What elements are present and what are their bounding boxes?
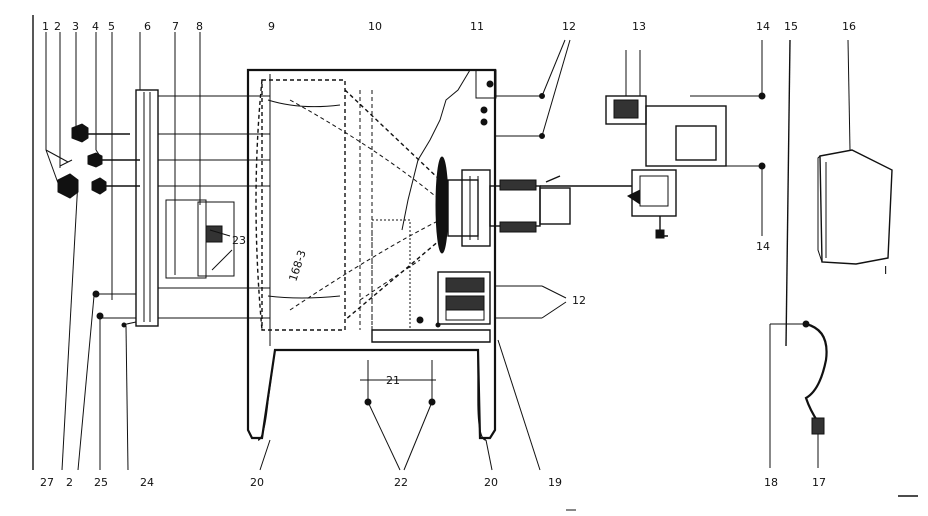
callout-12-mid: 12 (572, 294, 586, 307)
callout-16: 16 (842, 20, 856, 33)
callout-12-top: 12 (562, 20, 576, 33)
callout-3: 3 (72, 20, 79, 33)
callout-11: 11 (470, 20, 484, 33)
control-block (605, 40, 766, 239)
callout-labels: 1 2 3 4 5 6 7 8 9 10 11 12 13 14 15 16 1… (40, 20, 887, 489)
callout-20-left: 20 (250, 476, 264, 489)
deflection-yoke (435, 156, 632, 254)
cabinet (246, 68, 497, 441)
callout-2-bottom: 2 (66, 476, 73, 489)
callout-6: 6 (144, 20, 151, 33)
callout-15: 15 (784, 20, 798, 33)
callout-10: 10 (368, 20, 382, 33)
callout-24: 24 (140, 476, 154, 489)
picture-tube: 168-3 (255, 79, 441, 331)
callout-I: I (884, 264, 887, 277)
left-reference-lines (32, 15, 201, 470)
callout-25: 25 (94, 476, 108, 489)
callout-14-mid: 14 (756, 240, 770, 253)
back-cover-rod (769, 39, 806, 468)
callout-2: 2 (54, 20, 61, 33)
callout-1: 1 (42, 20, 49, 33)
callout-20-right: 20 (484, 476, 498, 489)
callout-13: 13 (632, 20, 646, 33)
control-knobs (45, 123, 140, 199)
callout-4: 4 (92, 20, 99, 33)
callout-leaders (61, 39, 571, 471)
callout-17: 17 (812, 476, 826, 489)
chassis (359, 219, 491, 343)
front-panel (92, 89, 270, 328)
callout-18: 18 (764, 476, 778, 489)
power-cord (802, 320, 828, 468)
callout-8: 8 (196, 20, 203, 33)
footer-marks (566, 495, 918, 511)
cabinet-back (817, 39, 893, 265)
callout-19: 19 (548, 476, 562, 489)
callout-27: 27 (40, 476, 54, 489)
callout-5: 5 (108, 20, 115, 33)
callout-14-top: 14 (756, 20, 770, 33)
callout-21: 21 (386, 374, 400, 387)
callout-7: 7 (172, 20, 179, 33)
callout-23: 23 (232, 234, 246, 247)
callout-22: 22 (394, 476, 408, 489)
chassis-label: 168-3 (286, 249, 308, 283)
callout-9: 9 (268, 20, 275, 33)
